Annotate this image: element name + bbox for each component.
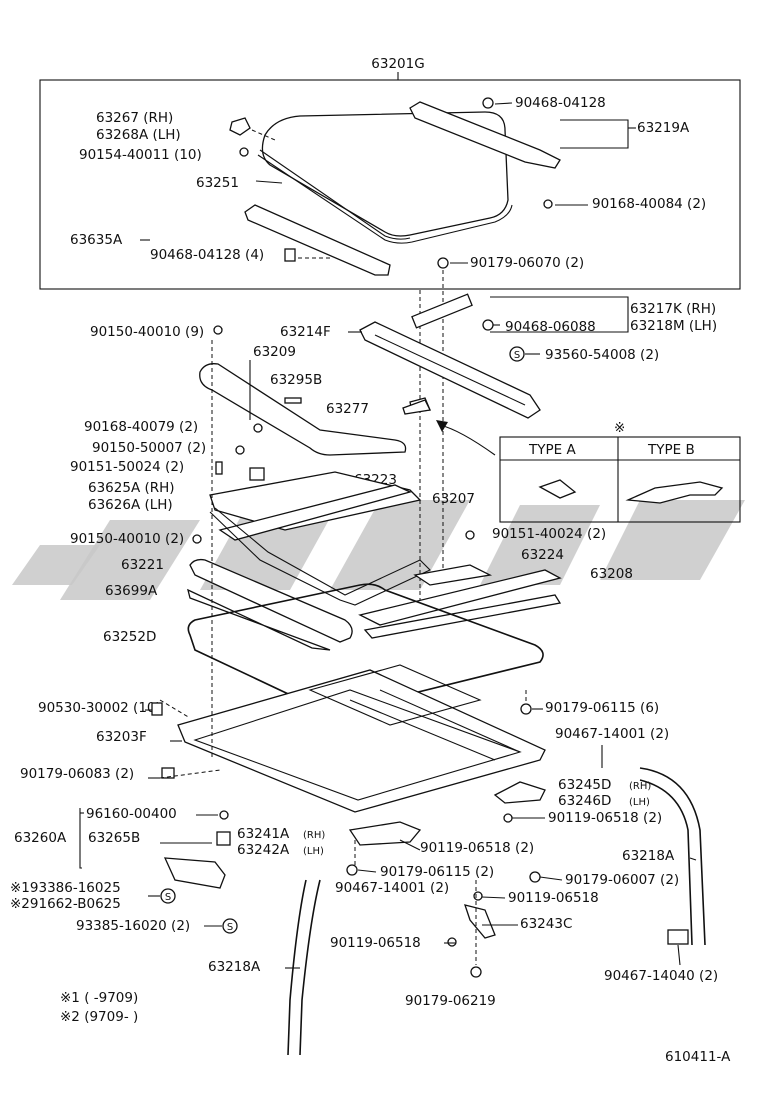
bracket-63635a — [244, 204, 391, 276]
figure-code: 610411-A — [665, 1049, 731, 1065]
label-63625a: 63625A (RH) — [88, 480, 175, 496]
label-90468-top: 90468-04128 — [515, 95, 606, 111]
hinge-63267 — [229, 117, 251, 136]
drain-hose-left — [299, 879, 321, 1056]
label-63699a: 63699A — [105, 583, 158, 599]
drain-hose-right — [639, 767, 706, 946]
label-90468-088: 90468-06088 — [505, 319, 596, 335]
label-63246d: 63246D — [558, 793, 611, 809]
motor-63260a — [163, 857, 226, 889]
label-90179-007: 90179-06007 (2) — [565, 872, 679, 888]
label-90179-115-2: 90179-06115 (2) — [380, 864, 494, 880]
label-90168-84: 90168-40084 (2) — [592, 196, 706, 212]
label-96160: 96160-00400 — [86, 806, 177, 822]
label-63218m: 63218M (LH) — [630, 318, 717, 334]
label-63260a: 63260A — [14, 830, 67, 846]
label-93385: 93385-16020 (2) — [76, 918, 190, 934]
housing-63203f — [177, 664, 546, 813]
footnote-1: ※1 ( -9709) — [60, 990, 138, 1006]
footnote-2: ※2 (9709- ) — [60, 1009, 138, 1025]
label-90168-79: 90168-40079 (2) — [84, 419, 198, 435]
label-63635a: 63635A — [70, 232, 123, 248]
glass-panel — [257, 111, 513, 244]
label-90179-115-6: 90179-06115 (6) — [545, 700, 659, 716]
bracket-63224 — [413, 564, 493, 586]
label-63203f: 63203F — [96, 729, 147, 745]
label-291662: ※291662-B0625 — [10, 896, 121, 912]
guide-rail-63214f — [359, 293, 541, 419]
label-90467-040: 90467-14040 (2) — [604, 968, 718, 984]
label-63268a: 63268A (LH) — [96, 127, 181, 143]
type-legend-box: ※ TYPE A TYPE B — [499, 420, 741, 523]
assembly-frame — [39, 79, 741, 290]
label-63221: 63221 — [121, 557, 164, 573]
label-90150-5: 90150-50007 (2) — [92, 440, 206, 456]
type-a-part — [538, 479, 577, 499]
label-63218a-r: 63218A — [622, 848, 675, 864]
bracket-63245d — [493, 781, 546, 804]
label-90467-001: 90467-14001 (2) — [555, 726, 669, 742]
svg-text:S: S — [165, 892, 171, 903]
label-90119-518a: 90119-06518 (2) — [548, 810, 662, 826]
slide-rail-63207 — [209, 471, 431, 606]
svg-text:S: S — [514, 350, 520, 361]
label-63218a-l: 63218A — [208, 959, 261, 975]
label-90154: 90154-40011 (10) — [79, 147, 202, 163]
label-90530: 90530-30002 (10) — [38, 700, 161, 716]
label-63295b: 63295B — [270, 372, 322, 388]
label-63219a: 63219A — [637, 120, 690, 136]
type-a-label: TYPE A — [528, 442, 576, 458]
bar-63221 — [189, 558, 353, 643]
label-90119-518c: 90119-06518 — [508, 890, 599, 906]
cable-frame-63209 — [199, 363, 407, 456]
label-90179-219: 90179-06219 — [405, 993, 496, 1009]
label-90150-9: 90150-40010 (9) — [90, 324, 204, 340]
s-symbol — [509, 346, 525, 362]
bracket-63241a — [348, 821, 422, 846]
label-63242a: 63242A — [237, 842, 290, 858]
label-90151-4: 90151-40024 (2) — [492, 526, 606, 542]
label-rh-2: (RH) — [303, 830, 325, 841]
label-63267: 63267 (RH) — [96, 110, 173, 126]
label-63265b: 63265B — [88, 830, 140, 846]
label-63217k: 63217K (RH) — [630, 301, 716, 317]
label-lh-2: (LH) — [303, 846, 324, 857]
label-63243c: 63243C — [520, 916, 572, 932]
label-90119-518b: 90119-06518 (2) — [420, 840, 534, 856]
label-193386: ※193386-16025 — [10, 880, 121, 896]
label-90179-070: 90179-06070 (2) — [470, 255, 584, 271]
label-63245d: 63245D — [558, 777, 611, 793]
label-90468-4: 90468-04128 (4) — [150, 247, 264, 263]
type-b-label: TYPE B — [647, 442, 695, 458]
label-90179-083: 90179-06083 (2) — [20, 766, 134, 782]
label-63208: 63208 — [590, 566, 633, 582]
label-63241a: 63241A — [237, 826, 290, 842]
label-63277: 63277 — [326, 401, 369, 417]
rail-63219a — [409, 101, 561, 169]
type-b-part — [625, 481, 724, 504]
type-mark: ※ — [614, 420, 625, 436]
label-63209: 63209 — [253, 344, 296, 360]
label-63207: 63207 — [432, 491, 475, 507]
label-90119-518d: 90119-06518 — [330, 935, 421, 951]
header-code: 63201G — [371, 56, 424, 72]
label-93560: 93560-54008 (2) — [545, 347, 659, 363]
label-90151-5: 90151-50024 (2) — [70, 459, 184, 475]
label-90150-2: 90150-40010 (2) — [70, 531, 184, 547]
label-63626a: 63626A (LH) — [88, 497, 173, 513]
svg-text:S: S — [227, 922, 233, 933]
label-lh-1: (LH) — [629, 797, 650, 808]
rail-63208 — [358, 569, 562, 626]
label-63251: 63251 — [196, 175, 239, 191]
label-63252d: 63252D — [103, 629, 156, 645]
label-63214f: 63214F — [280, 324, 331, 340]
label-rh-1: (RH) — [629, 781, 651, 792]
label-90467-001b: 90467-14001 (2) — [335, 880, 449, 896]
bracket-63243c — [464, 904, 496, 939]
label-63224: 63224 — [521, 547, 564, 563]
